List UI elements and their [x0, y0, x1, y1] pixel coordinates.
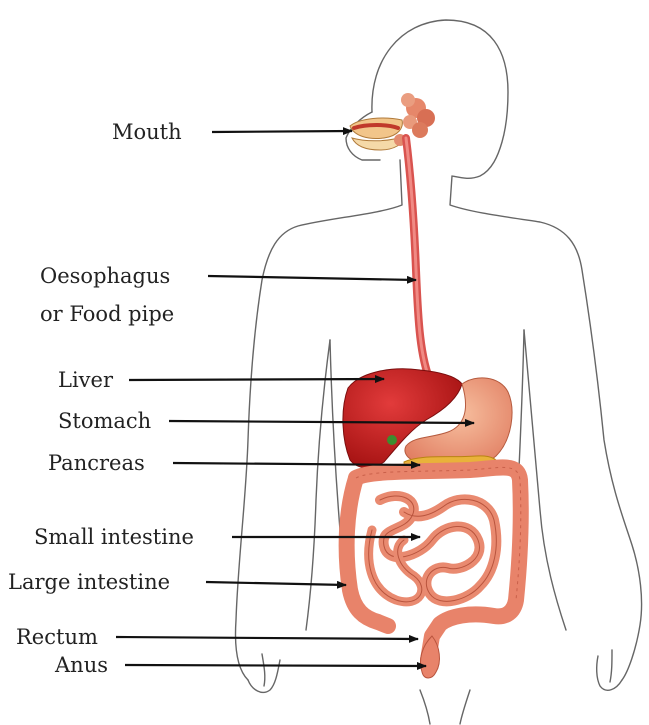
- label-mouth: Mouth: [112, 120, 182, 144]
- mouth-organ: [350, 93, 435, 150]
- label-oesophagus-line2: or Food pipe: [40, 302, 174, 326]
- label-pancreas: Pancreas: [48, 451, 145, 475]
- label-liver: Liver: [58, 368, 113, 392]
- label-oesophagus-line1: Oesophagus: [40, 264, 170, 288]
- pointer-oesophagus: [208, 276, 416, 280]
- pointer-liver: [129, 379, 384, 380]
- small-intestine-organ: [369, 496, 497, 602]
- pointer-mouth: [212, 131, 352, 132]
- label-rectum: Rectum: [16, 625, 98, 649]
- pointer-pancreas: [173, 463, 420, 465]
- label-small-intestine: Small intestine: [34, 525, 194, 549]
- label-anus: Anus: [55, 653, 108, 677]
- pointer-large-intestine: [206, 582, 346, 585]
- pointer-anus: [125, 665, 426, 666]
- label-stomach: Stomach: [58, 409, 151, 433]
- pointer-rectum: [116, 637, 418, 639]
- label-large-intestine: Large intestine: [8, 570, 170, 594]
- pointer-stomach: [169, 421, 474, 423]
